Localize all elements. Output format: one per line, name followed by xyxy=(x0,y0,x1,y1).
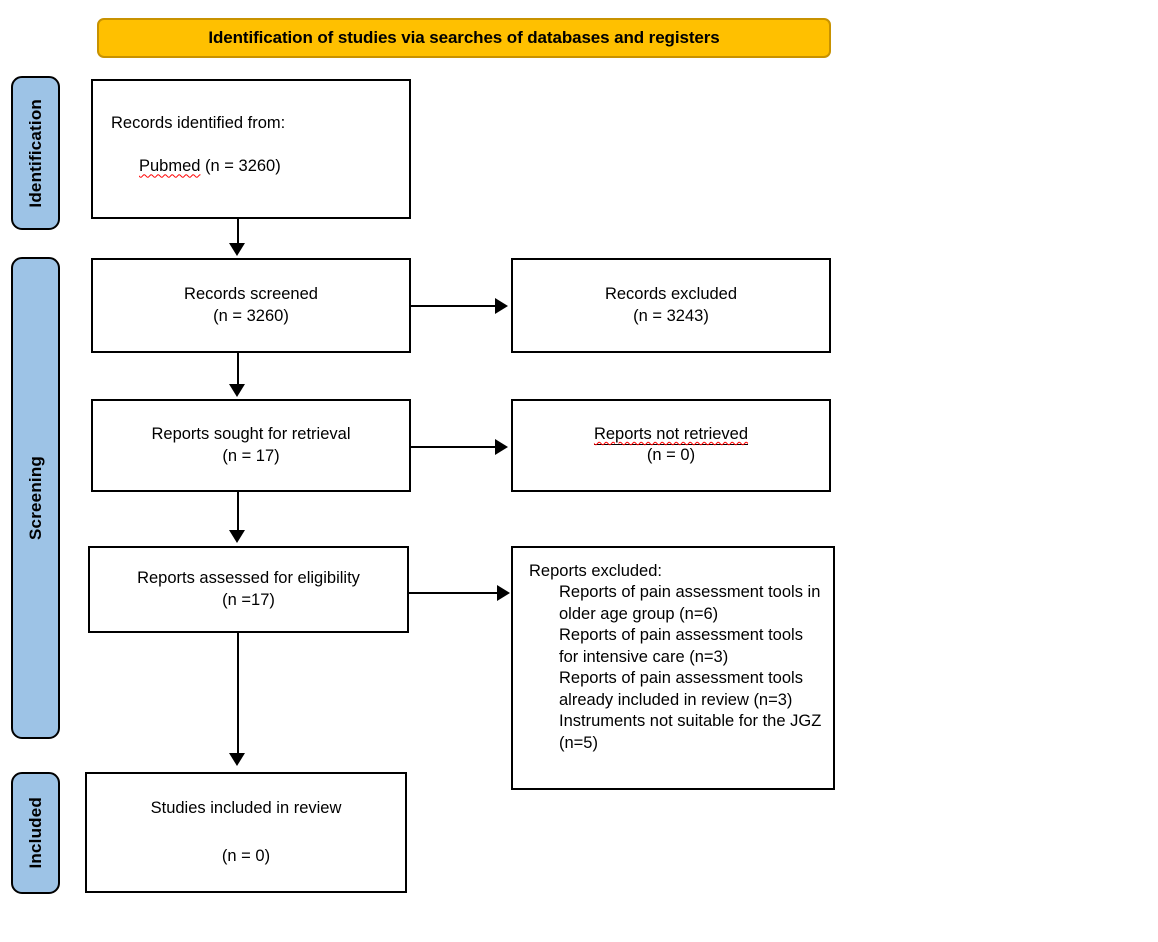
arrow-head-down-icon xyxy=(229,243,245,256)
box-reports-sought: Reports sought for retrieval (n = 17) xyxy=(91,399,411,492)
header-banner-title: Identification of studies via searches o… xyxy=(208,28,720,47)
stage-tab-identification-label: Identification xyxy=(25,98,45,208)
box-reports-assessed-line1: Reports assessed for eligibility xyxy=(137,569,360,588)
box-reports-not-retrieved: Reports not retrieved (n = 0) xyxy=(511,399,831,492)
box-reports-assessed: Reports assessed for eligibility (n =17) xyxy=(88,546,409,633)
arrow-head-down-icon xyxy=(229,753,245,766)
box-records-excluded-line1: Records excluded xyxy=(604,285,738,304)
box-records-identified-line1: Records identified from: xyxy=(111,114,286,132)
connector-sought-to-assessed xyxy=(237,492,239,532)
arrow-head-right-icon xyxy=(495,298,508,314)
header-banner: Identification of studies via searches o… xyxy=(97,18,831,58)
source-name-pubmed: Pubmed xyxy=(139,157,201,176)
arrow-head-down-icon xyxy=(229,384,245,397)
box-records-screened-line1: Records screened xyxy=(184,285,318,304)
box-reports-sought-line2: (n = 17) xyxy=(222,446,280,465)
stage-tab-screening-label: Screening xyxy=(25,456,45,540)
connector-screened-to-sought xyxy=(237,353,239,386)
stage-tab-included: Included xyxy=(11,772,60,894)
arrow-head-right-icon xyxy=(495,439,508,455)
connector-assessed-to-included xyxy=(237,633,239,756)
stage-tab-included-label: Included xyxy=(25,797,45,869)
box-reports-not-retrieved-line2: (n = 0) xyxy=(646,445,696,464)
box-studies-included: Studies included in review (n = 0) xyxy=(85,772,407,893)
connector-sought-to-not-retrieved xyxy=(411,446,497,448)
source-count: (n = 3260) xyxy=(200,157,281,176)
box-records-screened-line2: (n = 3260) xyxy=(213,306,289,325)
box-reports-excluded-item: Reports of pain assessment tools already… xyxy=(559,669,803,709)
connector-screened-to-excluded xyxy=(411,305,497,307)
stage-tab-identification: Identification xyxy=(11,76,60,230)
box-studies-included-line2: (n = 0) xyxy=(221,846,271,865)
arrow-head-down-icon xyxy=(229,530,245,543)
connector-assessed-to-excluded-list xyxy=(409,592,499,594)
box-reports-excluded-title: Reports excluded: xyxy=(529,562,662,580)
box-records-identified-line2: Pubmed (n = 3260) xyxy=(111,156,399,177)
box-reports-sought-line1: Reports sought for retrieval xyxy=(151,425,351,444)
stage-tab-screening: Screening xyxy=(11,257,60,739)
connector-identified-to-screened xyxy=(237,219,239,246)
box-studies-included-line1: Studies included in review xyxy=(150,799,342,818)
box-reports-assessed-line2: (n =17) xyxy=(222,590,275,609)
box-reports-not-retrieved-line1: Reports not retrieved xyxy=(593,424,749,445)
box-records-excluded-line2: (n = 3243) xyxy=(633,306,709,325)
box-records-excluded: Records excluded (n = 3243) xyxy=(511,258,831,353)
arrow-head-right-icon xyxy=(497,585,510,601)
box-records-screened: Records screened (n = 3260) xyxy=(91,258,411,353)
box-reports-excluded-item: Instruments not suitable for the JGZ (n=… xyxy=(559,712,822,752)
box-reports-excluded-item: Reports of pain assessment tools in olde… xyxy=(559,583,821,623)
box-records-identified: Records identified from: Pubmed (n = 326… xyxy=(91,79,411,219)
box-reports-excluded-item: Reports of pain assessment tools for int… xyxy=(559,626,803,666)
box-reports-excluded-list: Reports excluded: Reports of pain assess… xyxy=(511,546,835,790)
